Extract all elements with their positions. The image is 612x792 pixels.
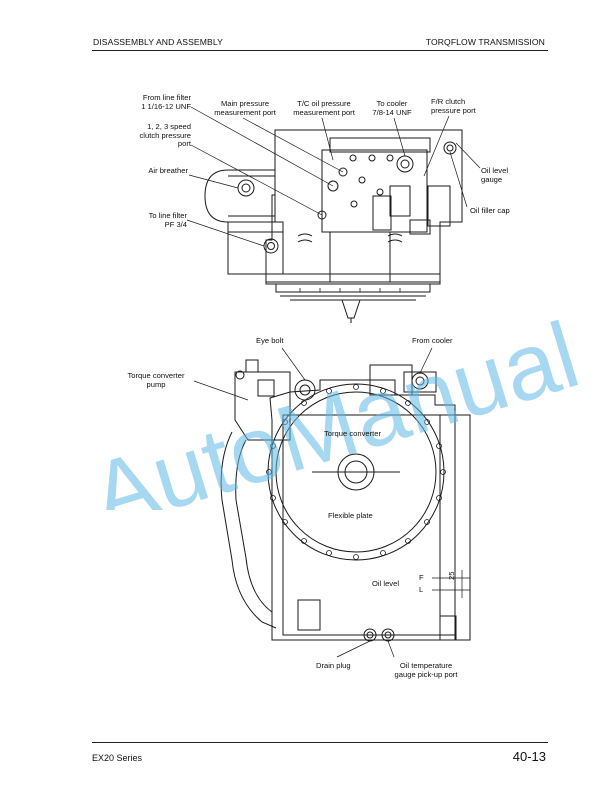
label-tc-oil-pressure: T/C oil pressure measurement port [293, 99, 355, 117]
label-oil-level: Oil level [372, 579, 400, 588]
label-torque-converter: Torque converter [324, 429, 381, 438]
label-oil-level-gauge: Oil level gauge [481, 166, 509, 184]
header-rule [92, 50, 548, 51]
label-torque-converter-pump: Torque converter pump [127, 371, 185, 389]
label-flexible-plate: Flexible plate [328, 511, 373, 520]
top-view-leaders [186, 106, 481, 247]
label-drain-plug: Drain plug [316, 661, 351, 670]
label-oil-temperature-port: Oil temperature gauge pick-up port [394, 661, 458, 679]
footer-rule [92, 742, 548, 743]
front-view-leaders [193, 347, 433, 658]
label-to-line-filter: To line filter PF 3/4 [148, 211, 187, 229]
footer-page-number: 40-13 [512, 749, 546, 764]
label-main-pressure: Main pressure measurement port [214, 99, 276, 117]
header-chapter-title: TORQFLOW TRANSMISSION [425, 37, 545, 47]
label-dim-25: 25 [447, 571, 456, 580]
label-from-cooler: From cooler [412, 336, 453, 345]
top-view-drawing [204, 129, 463, 323]
label-to-cooler: To cooler 7/8-14 UNF [372, 99, 412, 117]
converter-bolt-circle [266, 384, 446, 560]
label-f-mark: F [419, 573, 424, 582]
label-l-mark: L [419, 585, 424, 594]
label-eye-bolt: Eye bolt [256, 336, 284, 345]
front-view-drawing [220, 359, 471, 642]
header-section-title: DISASSEMBLY AND ASSEMBLY [93, 37, 223, 47]
label-oil-filler-cap: Oil filler cap [470, 206, 510, 215]
label-fr-clutch: F/R clutch pressure port [431, 97, 476, 115]
label-from-line-filter: From line filter 1 1/16-12 UNF [141, 93, 191, 111]
label-speed-clutch: 1, 2, 3 speed clutch pressure port [139, 122, 192, 149]
footer-series: EX20 Series [92, 753, 143, 763]
label-air-breather: Air breather [148, 166, 188, 175]
